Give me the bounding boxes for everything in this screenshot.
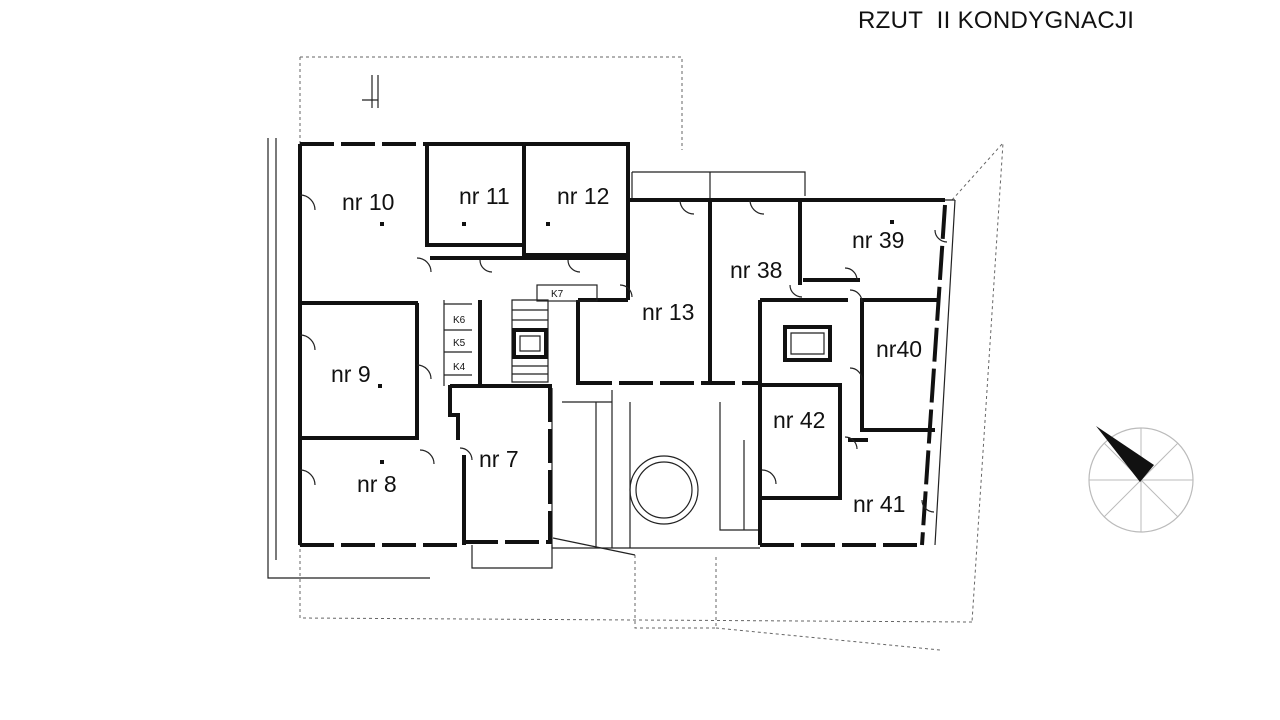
room-nr38-area[interactable]	[712, 202, 798, 298]
north-arrow-icon	[1088, 426, 1194, 533]
room-labels: nr 10 nr 11 nr 12 nr 13 nr 9 nr 8 nr 7 n…	[331, 183, 922, 517]
room-label-nr12: nr 12	[557, 183, 609, 209]
stair-core-left	[511, 299, 549, 383]
room-label-nr8: nr 8	[357, 471, 397, 497]
room-nr13-area[interactable]	[630, 202, 708, 381]
atrium-circle	[629, 455, 699, 525]
closet-label-k4: K4	[453, 362, 466, 373]
room-label-nr42: nr 42	[773, 407, 825, 433]
room-label-nr10: nr 10	[342, 189, 394, 215]
closet-label-k5: K5	[453, 338, 466, 349]
room-label-nr38: nr 38	[730, 257, 782, 283]
room-label-nr40: nr40	[876, 336, 922, 362]
door-swings	[299, 194, 948, 513]
plan-title: RZUT II KONDYGNACJI	[858, 7, 1135, 34]
closet-labels: K7 K6 K5 K4	[453, 284, 598, 373]
closet-label-k6: K6	[453, 315, 466, 326]
closet-label-k7: K7	[551, 289, 564, 300]
room-label-nr11: nr 11	[459, 183, 510, 209]
room-label-nr13: nr 13	[642, 299, 694, 325]
rooms	[302, 146, 942, 543]
room-nr40-area[interactable]	[864, 302, 938, 428]
room-markers	[378, 220, 894, 464]
room-nr10-area[interactable]	[302, 146, 425, 301]
room-label-nr9: nr 9	[331, 361, 371, 387]
room-label-nr7: nr 7	[479, 446, 519, 472]
room-label-nr39: nr 39	[852, 227, 904, 253]
room-label-nr41: nr 41	[853, 491, 905, 517]
room-nr41-area[interactable]	[764, 432, 922, 543]
walls	[298, 142, 947, 547]
